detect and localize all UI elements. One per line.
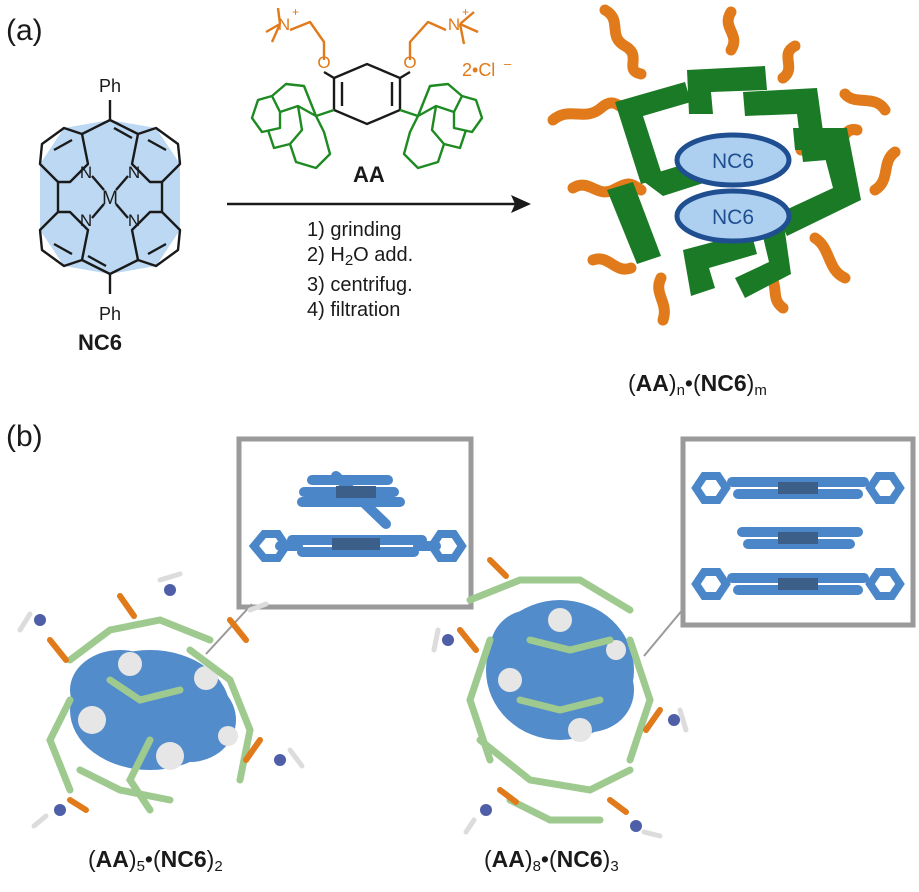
step-2: 2) H2O add. — [307, 244, 414, 269]
n-label-tr: N — [128, 163, 140, 182]
aa-n-right: N — [448, 15, 460, 34]
panel-a-label: (a) — [6, 14, 43, 47]
step-1: 1) grinding — [307, 219, 402, 241]
right-molecular-model — [431, 557, 689, 839]
aa-charge-right: + — [462, 5, 469, 19]
product-formula: (AA)n•(NC6)m — [628, 370, 767, 399]
porphyrin-core-fill — [40, 120, 180, 274]
step-3: 3) centrifug. — [307, 274, 413, 296]
reaction-steps: 1) grinding 2) H2O add. 3) centrifug. 4)… — [307, 218, 413, 323]
left-molecular-model — [17, 571, 305, 829]
product-cartoon: NC6 NC6 — [547, 4, 901, 326]
reaction-arrow — [227, 195, 531, 213]
metal-label: M — [102, 188, 118, 209]
n-label-br: N — [128, 211, 140, 230]
right-inset — [680, 436, 916, 628]
aa-o-left: O — [317, 53, 330, 72]
aa-structure: N + O O N + 2•Cl – — [250, 5, 512, 170]
step-4: 4) filtration — [307, 299, 401, 321]
ph-bottom-label: Ph — [99, 304, 121, 324]
nc6-oval-bottom-label: NC6 — [712, 206, 754, 229]
ph-top-label: Ph — [99, 76, 121, 96]
right-inset-pointer — [643, 607, 685, 657]
nc6-label: NC6 — [78, 330, 123, 355]
left-complex-formula: (AA)5•(NC6)2 — [88, 846, 223, 875]
n-label-bl: N — [80, 211, 92, 230]
panel-b-label: (b) — [6, 420, 43, 453]
aa-counterion: 2•Cl — [462, 60, 495, 80]
n-label-tl: N — [80, 163, 92, 182]
porphyrin-structure: Ph Ph M N N N N — [38, 76, 182, 324]
aa-o-right: O — [403, 53, 416, 72]
aa-label: AA — [353, 162, 385, 187]
left-inset — [236, 436, 474, 610]
nc6-oval-top-label: NC6 — [712, 150, 754, 173]
left-inset-pointer — [205, 603, 253, 655]
right-complex-formula: (AA)8•(NC6)3 — [484, 846, 619, 875]
aa-charge-left: + — [292, 5, 299, 19]
aa-counterion-charge: – — [504, 56, 512, 71]
aa-n-left: N — [278, 15, 290, 34]
